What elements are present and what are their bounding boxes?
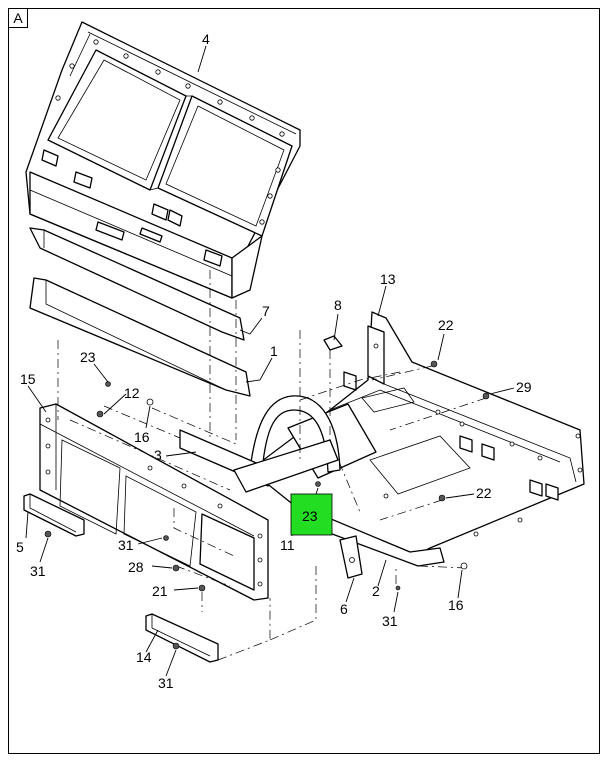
callout-31-b[interactable]: 31 — [118, 537, 134, 553]
nut-31-c — [172, 642, 180, 650]
callout-28[interactable]: 28 — [128, 559, 144, 575]
callout-23-highlighted[interactable]: 23 — [302, 508, 318, 524]
part-lower-strap — [29, 277, 251, 397]
washer-16-right — [460, 562, 468, 570]
callout-11[interactable]: 11 — [280, 537, 295, 553]
part-front-frame — [39, 403, 269, 601]
drawing-frame — [8, 8, 600, 754]
callout-22-lower[interactable]: 22 — [476, 485, 492, 501]
bolt-22-lower — [438, 494, 446, 502]
callout-4[interactable]: 4 — [202, 31, 210, 47]
hidden-lines — [57, 270, 487, 661]
bolt-22-upper — [430, 360, 438, 368]
callout-21[interactable]: 21 — [152, 583, 168, 599]
nut-31-a — [44, 530, 52, 538]
callout-31-d[interactable]: 31 — [382, 613, 398, 629]
callout-14[interactable]: 14 — [136, 649, 152, 665]
callout-16[interactable]: 16 — [134, 429, 150, 445]
nut-28 — [172, 564, 180, 572]
part-window-frame — [25, 21, 301, 299]
part-clip — [323, 335, 343, 351]
callouts: 4 7 1 8 13 22 29 23 12 15 16 3 22 23 11 … — [16, 31, 532, 691]
bolt-12 — [96, 410, 104, 418]
callout-3[interactable]: 3 — [154, 447, 162, 463]
callout-15[interactable]: 15 — [20, 371, 36, 387]
washer-16-left — [146, 398, 154, 406]
callout-6[interactable]: 6 — [340, 601, 348, 617]
callout-12[interactable]: 12 — [124, 385, 140, 401]
callout-31-c[interactable]: 31 — [158, 675, 174, 691]
callout-5[interactable]: 5 — [16, 539, 24, 555]
bolt-23-lower — [315, 481, 321, 487]
bolt-29 — [482, 392, 490, 400]
callout-22[interactable]: 22 — [438, 317, 454, 333]
callout-1[interactable]: 1 — [270, 343, 278, 359]
hardware — [44, 360, 490, 650]
part-angle-bracket-5 — [23, 493, 85, 537]
callout-2[interactable]: 2 — [372, 583, 380, 599]
callout-29[interactable]: 29 — [516, 379, 532, 395]
bolt-23-upper — [105, 381, 111, 387]
callout-16-right[interactable]: 16 — [448, 597, 464, 613]
bolt-21 — [198, 584, 206, 592]
callout-23[interactable]: 23 — [80, 349, 96, 365]
callout-31-a[interactable]: 31 — [30, 563, 46, 579]
part-upper-strap — [29, 227, 245, 341]
callout-8[interactable]: 8 — [334, 297, 342, 313]
nut-31-d — [395, 585, 401, 591]
callout-7[interactable]: 7 — [262, 303, 270, 319]
part-seat-riser — [179, 395, 341, 493]
part-angle-bracket-14 — [145, 613, 219, 663]
nut-31-b — [163, 535, 169, 541]
view-label: A — [9, 9, 28, 28]
callout-13[interactable]: 13 — [380, 271, 396, 287]
highlight-box-23[interactable] — [290, 493, 333, 536]
